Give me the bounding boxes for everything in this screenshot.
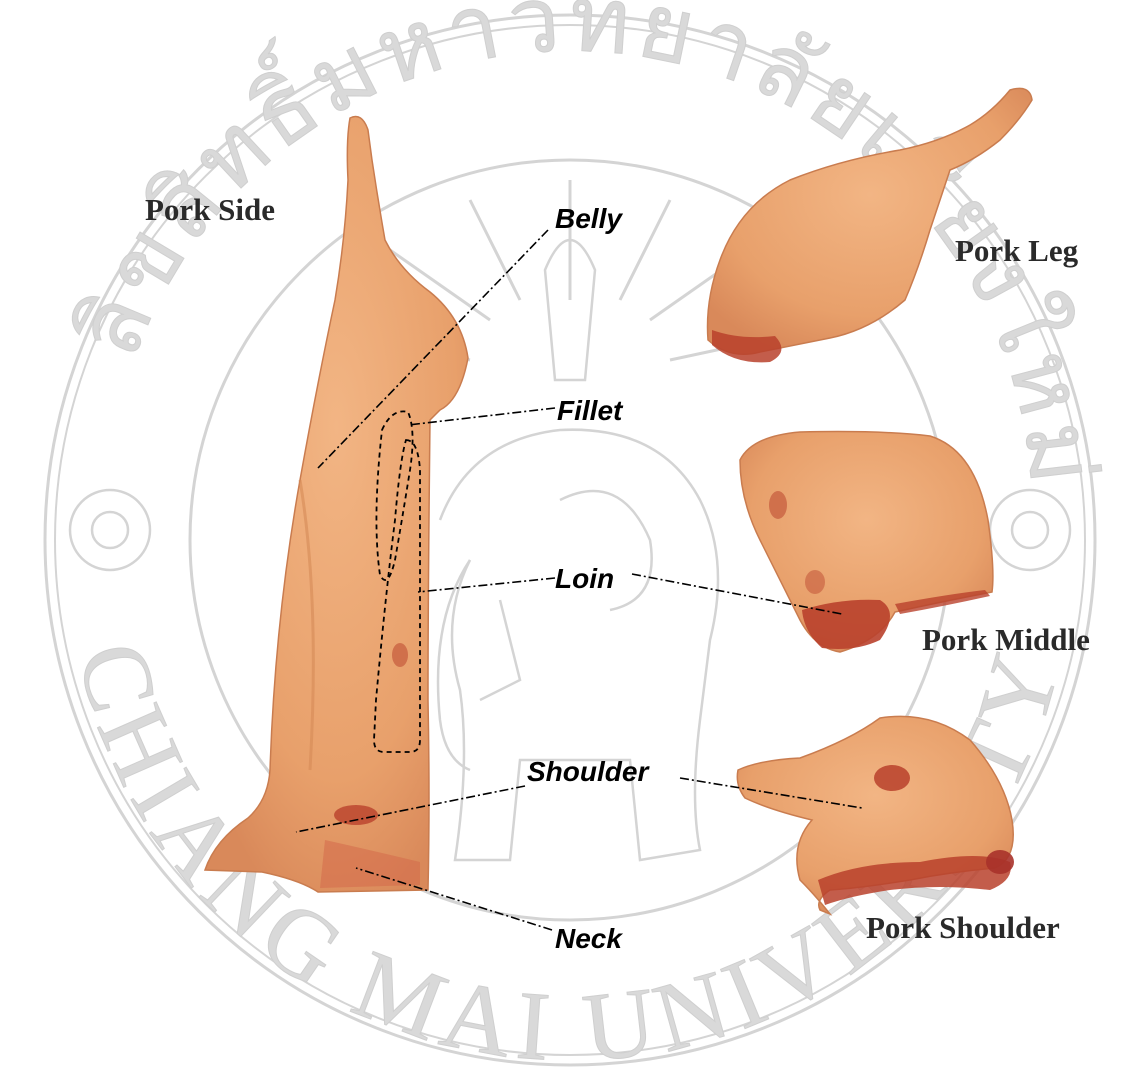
label-neck: Neck xyxy=(555,925,622,953)
neck-leader-line xyxy=(356,868,552,930)
caption-pork-leg: Pork Leg xyxy=(955,235,1078,266)
label-belly: Belly xyxy=(555,205,622,233)
label-fillet: Fillet xyxy=(557,397,622,425)
pork-side-illustration xyxy=(205,117,468,893)
pork-shoulder-illustration xyxy=(737,716,1014,914)
caption-pork-shoulder: Pork Shoulder xyxy=(866,912,1060,943)
label-loin: Loin xyxy=(555,565,614,593)
label-shoulder: Shoulder xyxy=(527,758,648,786)
caption-pork-side: Pork Side xyxy=(145,194,275,225)
loin-leader-line xyxy=(418,578,555,592)
caption-pork-middle: Pork Middle xyxy=(922,624,1090,655)
pork-middle-illustration xyxy=(740,432,993,653)
